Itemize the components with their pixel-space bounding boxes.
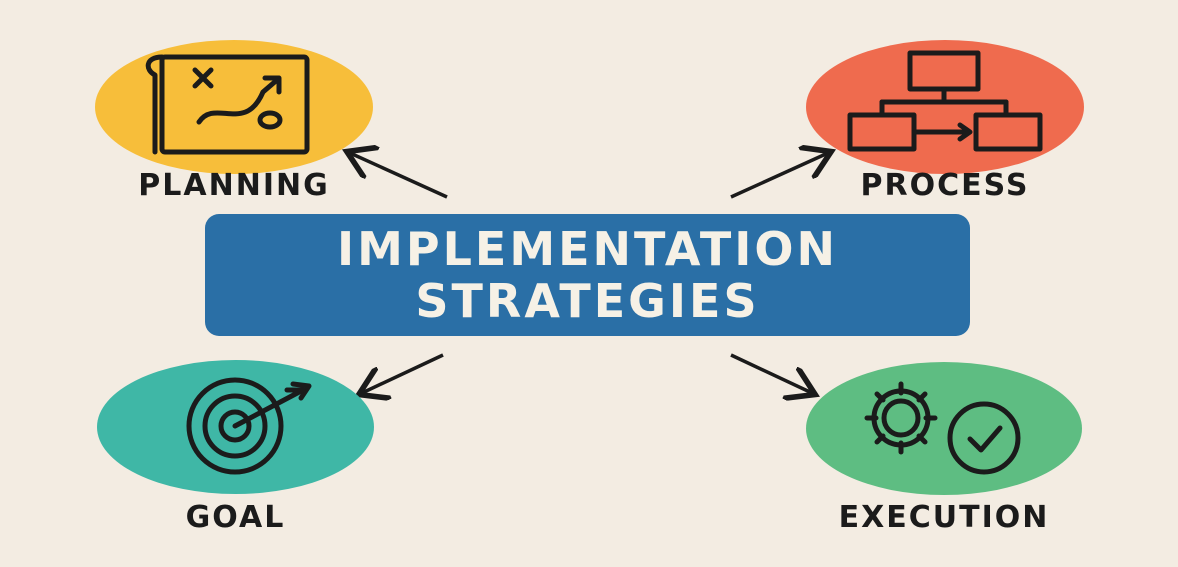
goal-node <box>97 360 374 494</box>
map-icon <box>145 54 310 155</box>
arrow-to-goal <box>362 353 444 393</box>
flowchart-icon <box>847 50 1043 152</box>
execution-label: EXECUTION <box>838 500 1050 535</box>
center-title-box: IMPLEMENTATION STRATEGIES <box>205 214 970 336</box>
gear-check-icon <box>864 381 1021 475</box>
execution-node <box>806 362 1082 495</box>
center-title-line2: STRATEGIES <box>415 274 760 328</box>
arrow-to-process <box>730 153 828 199</box>
planning-label: PLANNING <box>138 168 330 203</box>
process-label: PROCESS <box>860 168 1030 203</box>
process-node <box>806 40 1084 174</box>
center-title-line1: IMPLEMENTATION <box>337 222 838 276</box>
arrow-to-planning <box>350 153 448 199</box>
arrow-to-execution <box>730 353 812 393</box>
target-icon <box>186 377 312 475</box>
goal-label: GOAL <box>185 500 286 535</box>
planning-node <box>95 40 373 174</box>
